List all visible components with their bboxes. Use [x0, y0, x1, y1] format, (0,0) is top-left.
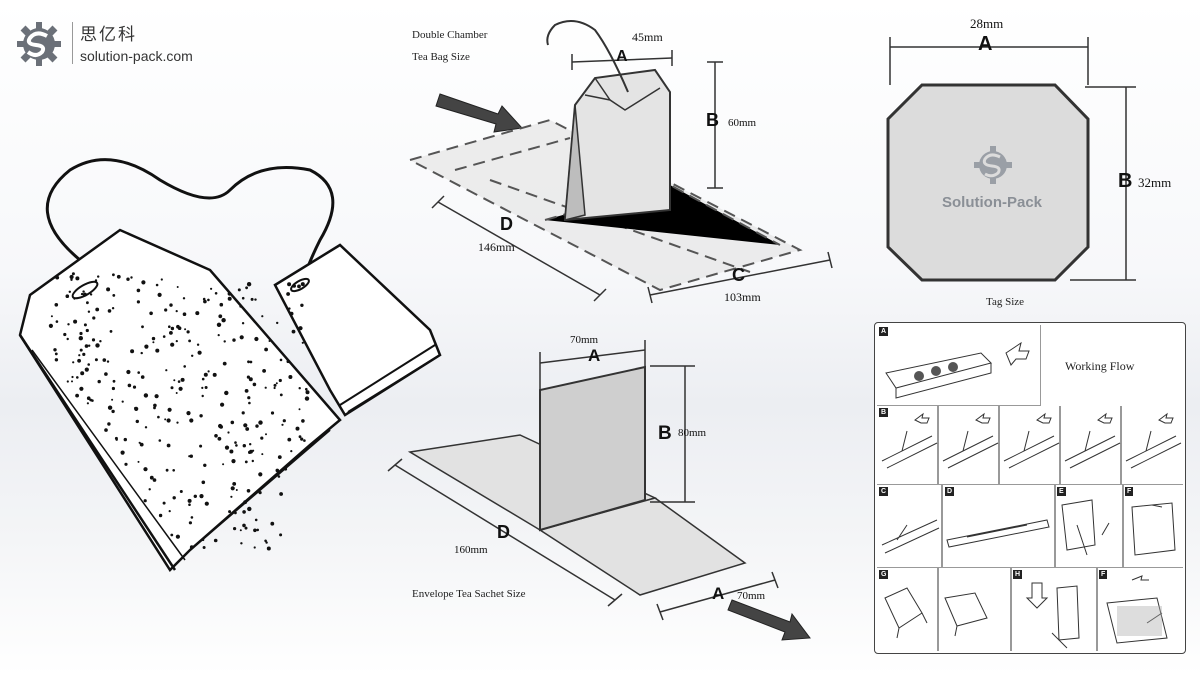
flow-step-f-label: F [1125, 487, 1134, 496]
working-flow-title: Working Flow [1065, 359, 1135, 373]
env-a-letter: A [588, 346, 601, 365]
flow-cf-sketch [881, 485, 1176, 567]
flow-step-g-label: G [879, 570, 889, 579]
flow-b-sketch [881, 406, 1182, 484]
flow-gf-sketch [884, 568, 1168, 651]
logo: 思亿科 solution-pack.com [14, 18, 214, 70]
flow-step-a: A [877, 325, 1041, 406]
env-b-letter: B [658, 423, 672, 444]
env-b-value: 80mm [678, 427, 707, 439]
flow-row-gf: G H F [877, 568, 1183, 651]
tag-diagram [886, 37, 1136, 282]
dc-b-letter: B [706, 110, 719, 130]
double-chamber-title-line1: Double Chamber [412, 29, 488, 41]
logo-chinese-name: 思亿科 [80, 25, 137, 45]
env-a2-value: 70mm [737, 590, 766, 602]
flow-row-cf: C D E F [877, 485, 1183, 568]
dc-a-letter: A [616, 48, 628, 65]
flow-step-b-label: B [879, 408, 889, 417]
tag-a-value: 28mm [970, 16, 1004, 31]
double-chamber-diagram [407, 20, 833, 304]
env-a2-letter: A [712, 584, 725, 603]
double-chamber-title-line2: Tea Bag Size [412, 51, 470, 63]
dc-c-letter: C [732, 265, 745, 285]
flow-row-b: B [877, 406, 1183, 485]
tag-caption: Tag Size [986, 296, 1025, 308]
dc-d-value: 146mm [478, 240, 515, 254]
tag-b-letter: B [1118, 170, 1133, 192]
flow-a-sketch [885, 341, 1030, 399]
env-d-letter: D [497, 522, 510, 542]
logo-gear-icon [17, 22, 61, 66]
output-arrow-icon [727, 599, 811, 641]
envelope-diagram [387, 340, 811, 641]
flow-step-e-label: E [1057, 487, 1066, 496]
logo-site: solution-pack.com [80, 48, 193, 64]
flow-step-f2-label: F [1099, 570, 1108, 579]
working-flow-panel: A Working Flow B [874, 322, 1186, 654]
double-chamber-title: Double Chamber Tea Bag Size [412, 24, 487, 68]
tag-b-value: 32mm [1138, 175, 1172, 190]
flow-step-c-label: C [879, 487, 889, 496]
env-d-value: 160mm [454, 544, 488, 556]
flow-step-d-label: D [945, 487, 955, 496]
flow-step-a-label: A [879, 327, 889, 336]
feed-arrow-icon [435, 93, 524, 133]
tag-a-letter: A [978, 33, 993, 55]
flow-step-h-label: H [1013, 570, 1023, 579]
dc-c-value: 103mm [724, 290, 761, 304]
env-a-value: 70mm [570, 334, 599, 346]
tag-brand: Solution-Pack [942, 194, 1043, 211]
dc-d-letter: D [500, 214, 513, 234]
tea-bag-illustration [18, 158, 442, 572]
dc-b-value: 60mm [728, 117, 757, 129]
env-title: Envelope Tea Sachet Size [412, 588, 526, 600]
dc-a-value: 45mm [632, 30, 663, 44]
